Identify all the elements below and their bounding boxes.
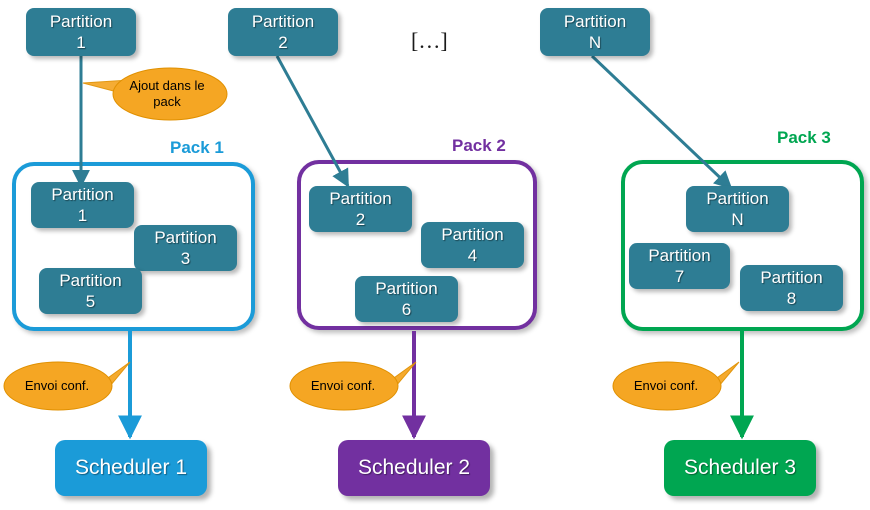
source-partition-2[interactable]: Partition 2 — [228, 8, 338, 56]
callout-bubble-shape — [289, 361, 417, 411]
partition-id: 6 — [401, 300, 412, 319]
partition-name: Partition — [59, 271, 122, 290]
partition-id: 2 — [278, 33, 288, 52]
scheduler-label: Scheduler 3 — [683, 456, 797, 479]
pack-label-1: Pack 1 — [170, 138, 224, 157]
partition-id: 2 — [355, 210, 366, 229]
callout-envoi-conf-2[interactable]: Envoi conf. — [288, 356, 420, 416]
partition-name: Partition — [375, 279, 438, 298]
scheduler-3[interactable]: Scheduler 3 — [664, 440, 816, 496]
pack3-partition-7[interactable]: Partition 7 — [629, 243, 730, 289]
partition-id: 5 — [85, 292, 96, 311]
partition-id: 1 — [77, 206, 88, 225]
partition-id: 1 — [76, 33, 86, 52]
partition-name: Partition — [648, 246, 711, 265]
partition-id: N — [588, 33, 602, 52]
partition-name: Partition — [441, 225, 504, 244]
ellipsis-marker: […] — [411, 28, 448, 53]
partition-id: 3 — [180, 249, 191, 268]
callout-bubble-shape — [612, 361, 740, 411]
pack2-partition-4[interactable]: Partition 4 — [421, 222, 524, 268]
callout-envoi-conf-3[interactable]: Envoi conf. — [611, 356, 743, 416]
pack1-partition-5[interactable]: Partition 5 — [39, 268, 142, 314]
scheduler-2[interactable]: Scheduler 2 — [338, 440, 490, 496]
partition-id: 4 — [467, 246, 478, 265]
partition-name: Partition — [329, 189, 392, 208]
partition-id: 7 — [674, 267, 685, 286]
pack3-partition-8[interactable]: Partition 8 — [740, 265, 843, 311]
partition-name: Partition — [251, 12, 315, 31]
scheduler-1[interactable]: Scheduler 1 — [55, 440, 207, 496]
pack-label-3: Pack 3 — [777, 128, 831, 147]
callout-bubble-shape — [3, 361, 131, 411]
partition-name: Partition — [154, 228, 217, 247]
partition-name: Partition — [563, 12, 627, 31]
callout-bubble-shape — [82, 67, 228, 121]
pack1-partition-3[interactable]: Partition 3 — [134, 225, 237, 271]
partition-name: Partition — [49, 12, 113, 31]
source-partition-1[interactable]: Partition 1 — [26, 8, 136, 56]
partition-id: 8 — [786, 289, 797, 308]
scheduler-label: Scheduler 2 — [357, 456, 471, 479]
pack1-partition-1[interactable]: Partition 1 — [31, 182, 134, 228]
callout-ajout-dans-le-pack[interactable]: Ajout dans le pack — [78, 62, 230, 124]
partition-name: Partition — [51, 185, 114, 204]
partition-name: Partition — [760, 268, 823, 287]
callout-envoi-conf-1[interactable]: Envoi conf. — [2, 356, 134, 416]
pack2-partition-2[interactable]: Partition 2 — [309, 186, 412, 232]
partition-id: N — [731, 210, 744, 229]
scheduler-label: Scheduler 1 — [74, 456, 188, 479]
source-partition-n[interactable]: Partition N — [540, 8, 650, 56]
partition-name: Partition — [706, 189, 769, 208]
pack-label-2: Pack 2 — [452, 136, 506, 155]
pack3-partition-n[interactable]: Partition N — [686, 186, 789, 232]
pack2-partition-6[interactable]: Partition 6 — [355, 276, 458, 322]
